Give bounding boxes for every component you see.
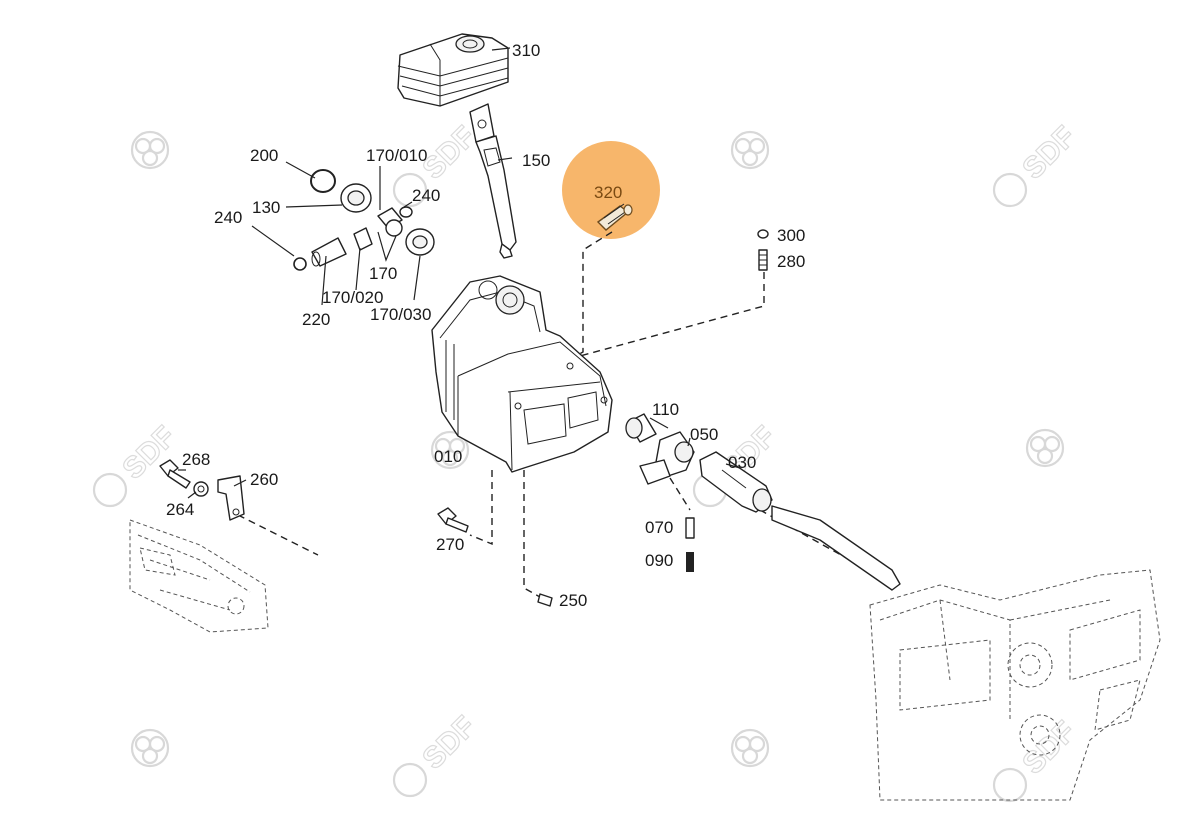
label-170-020: 170/020 bbox=[322, 288, 383, 307]
sdf-watermark-logo bbox=[1025, 428, 1065, 468]
part-250-plug[interactable] bbox=[537, 593, 553, 607]
part-030-shaft[interactable] bbox=[699, 451, 901, 591]
sdf-watermark-logo bbox=[430, 430, 470, 470]
watermark-text: SDF bbox=[1016, 715, 1082, 781]
sdf-watermark-diagonal: SDF bbox=[992, 119, 1083, 208]
part-240-ring-upper[interactable] bbox=[399, 206, 413, 218]
callout-labels: 310 150 320 200 170/010 240 130 240 170 … bbox=[166, 41, 805, 610]
label-320: 320 bbox=[594, 183, 622, 202]
part-280-stud[interactable] bbox=[758, 249, 768, 271]
label-170-010: 170/010 bbox=[366, 146, 427, 165]
part-010-housing[interactable] bbox=[431, 275, 613, 473]
part-070-roll-pin[interactable] bbox=[685, 517, 695, 539]
part-170-010-bush[interactable] bbox=[377, 207, 403, 237]
part-150-gear-lever[interactable] bbox=[469, 103, 517, 259]
label-264: 264 bbox=[166, 500, 194, 519]
label-260: 260 bbox=[250, 470, 278, 489]
label-170-030: 170/030 bbox=[370, 305, 431, 324]
label-170: 170 bbox=[369, 264, 397, 283]
label-010: 010 bbox=[434, 447, 462, 466]
sdf-watermark-logo bbox=[130, 728, 170, 768]
label-280: 280 bbox=[777, 252, 805, 271]
part-090-pin[interactable] bbox=[686, 552, 694, 572]
label-110: 110 bbox=[652, 400, 679, 419]
label-268: 268 bbox=[182, 450, 210, 469]
ghost-frame-right bbox=[869, 569, 1161, 801]
label-240-lower: 240 bbox=[214, 208, 242, 227]
highlight-circle-320[interactable] bbox=[562, 141, 660, 239]
label-240-upper: 240 bbox=[412, 186, 440, 205]
sdf-watermark-logo bbox=[730, 130, 770, 170]
part-170-020-sleeve[interactable] bbox=[353, 227, 373, 251]
part-200-circlip[interactable] bbox=[310, 169, 336, 193]
ghost-frame-left bbox=[129, 519, 269, 633]
label-250: 250 bbox=[559, 591, 587, 610]
label-300: 300 bbox=[777, 226, 805, 245]
part-310-gaiter-boot[interactable] bbox=[397, 33, 509, 107]
part-170-030-bearing[interactable] bbox=[405, 228, 435, 256]
label-050: 050 bbox=[690, 425, 718, 444]
label-090: 090 bbox=[645, 551, 673, 570]
part-220-pin[interactable] bbox=[311, 237, 347, 267]
part-110-bush[interactable] bbox=[625, 413, 657, 443]
label-130: 130 bbox=[252, 198, 280, 217]
part-130-bearing[interactable] bbox=[340, 183, 372, 213]
label-220: 220 bbox=[302, 310, 330, 329]
part-268-bolt[interactable] bbox=[159, 459, 191, 489]
sdf-watermark-diagonal: SDF bbox=[392, 709, 483, 798]
sdf-watermark-diagonal: SDF bbox=[992, 714, 1083, 803]
part-320-fitting[interactable] bbox=[596, 203, 633, 231]
label-200: 200 bbox=[250, 146, 278, 165]
sdf-watermark-logo bbox=[730, 728, 770, 768]
label-070: 070 bbox=[645, 518, 673, 537]
label-270: 270 bbox=[436, 535, 464, 554]
label-310: 310 bbox=[512, 41, 540, 60]
part-260-bracket[interactable] bbox=[217, 475, 245, 521]
watermark-text: SDF bbox=[416, 710, 482, 776]
part-050-selector-fork[interactable] bbox=[639, 431, 695, 485]
leader-lines bbox=[178, 47, 741, 499]
label-030: 030 bbox=[728, 453, 756, 472]
part-300-nut[interactable] bbox=[757, 229, 769, 239]
label-150: 150 bbox=[522, 151, 550, 170]
part-264-washer[interactable] bbox=[193, 481, 209, 497]
part-270-bolt[interactable] bbox=[437, 507, 469, 533]
part-240-ring-lower[interactable] bbox=[293, 257, 307, 271]
sdf-watermark-logo bbox=[130, 130, 170, 170]
watermark-text: SDF bbox=[1016, 120, 1082, 186]
